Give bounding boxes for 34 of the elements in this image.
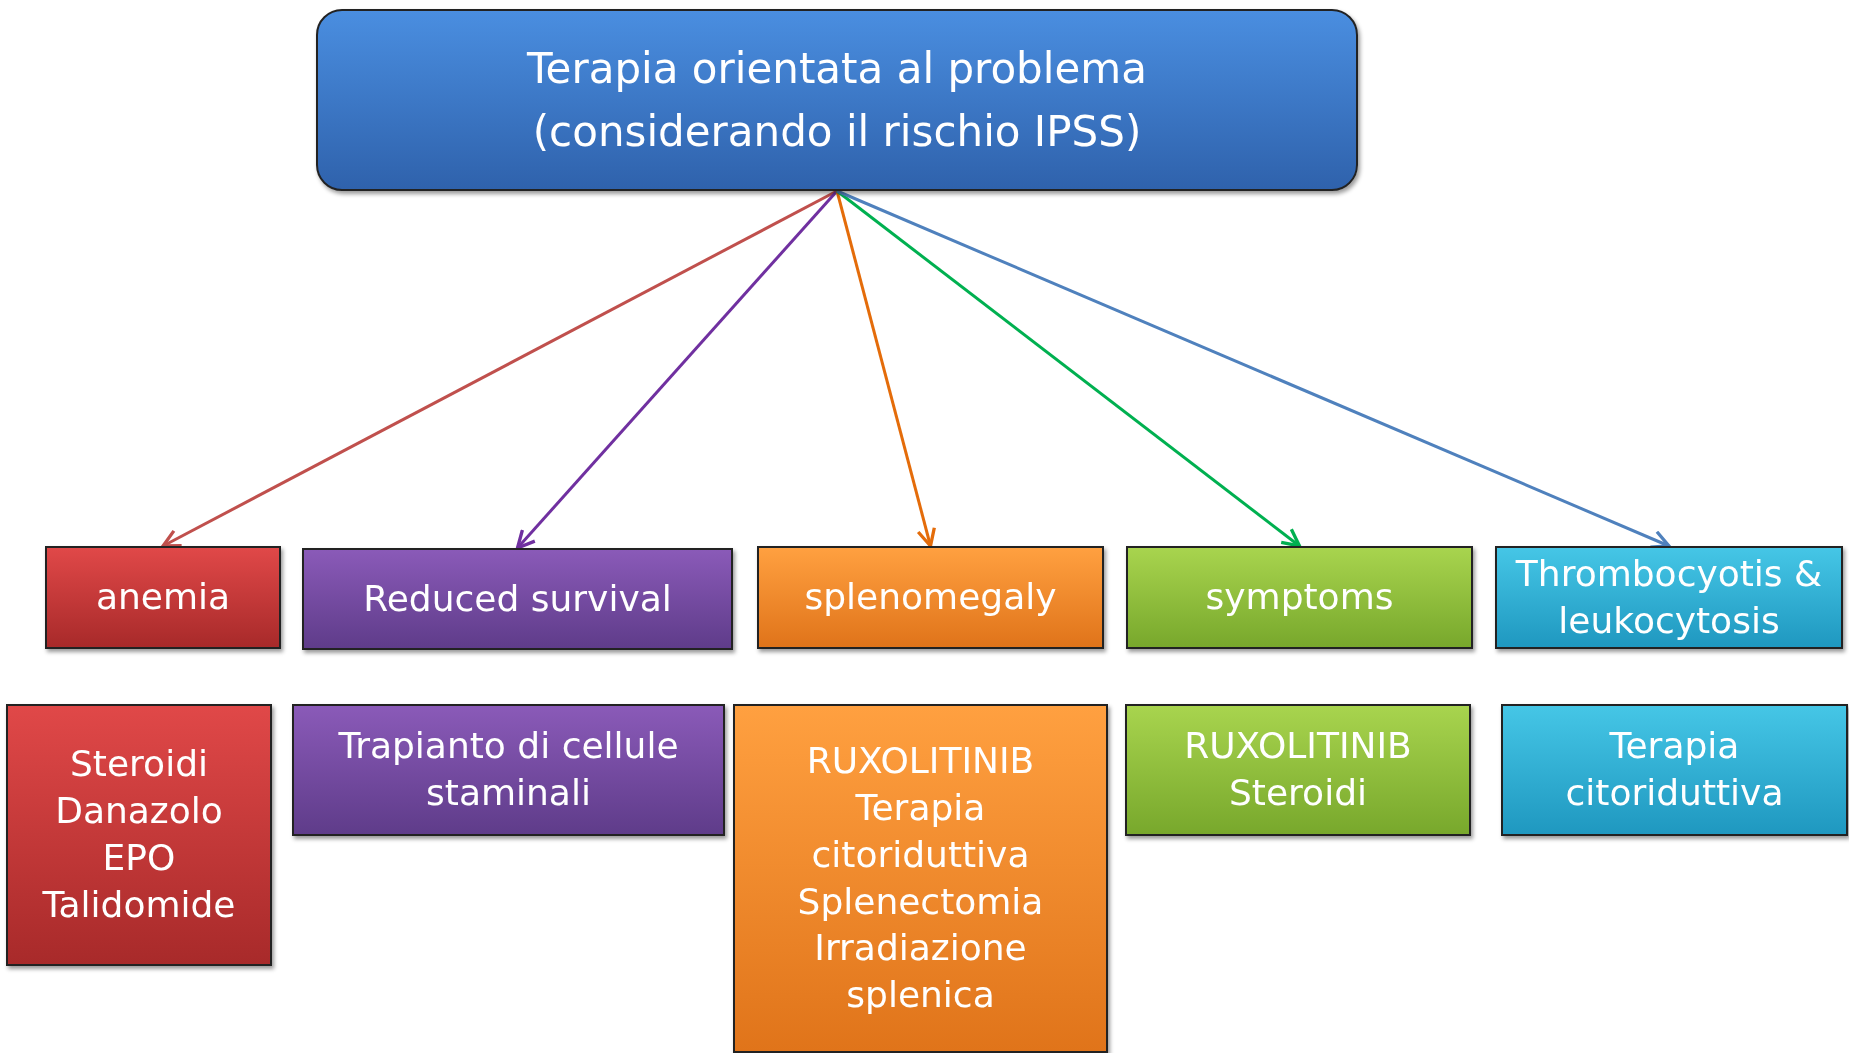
process-box xyxy=(1126,546,1473,649)
process-box xyxy=(6,704,272,966)
box-text: RUXOLITINIB xyxy=(1183,724,1413,769)
process-box xyxy=(316,9,1358,191)
box-text: Terapia citoriduttiva xyxy=(810,785,1031,877)
box-text: Thrombocyotis & leukocytosis xyxy=(1514,551,1824,643)
process-box xyxy=(1495,546,1843,649)
box-text: Irradiazione splenica xyxy=(813,926,1028,1018)
box-text: Splenectomia xyxy=(796,879,1045,924)
box-text: Danazolo xyxy=(54,789,224,834)
process-box xyxy=(45,546,281,649)
box-text: Steroidi xyxy=(69,742,209,787)
process-box xyxy=(757,546,1104,649)
process-box xyxy=(1501,704,1848,836)
process-box xyxy=(302,548,733,650)
box-text: Terapia orientata al problema (considerando il rischio IPSS) xyxy=(526,43,1148,158)
arrow xyxy=(835,190,936,548)
arrow xyxy=(515,190,839,550)
arrow xyxy=(836,189,1671,549)
box-text: anemia xyxy=(94,575,232,620)
box-text: symptoms xyxy=(1204,575,1395,620)
process-box xyxy=(733,704,1108,1053)
process-box xyxy=(292,704,725,836)
box-text: Talidomide xyxy=(41,882,237,927)
box-text: RUXOLITINIB xyxy=(805,739,1036,784)
box-text: Steroidi xyxy=(1228,771,1368,815)
box-text: splenomegaly xyxy=(803,575,1058,620)
box-text: EPO xyxy=(101,836,177,880)
arrow xyxy=(836,189,1302,548)
box-text: Reduced survival xyxy=(362,576,673,621)
process-box xyxy=(1125,704,1471,836)
box-text: Trapianto di cellule staminali xyxy=(337,724,680,815)
box-text: Terapia citoriduttiva xyxy=(1564,724,1785,815)
arrow xyxy=(161,189,838,548)
